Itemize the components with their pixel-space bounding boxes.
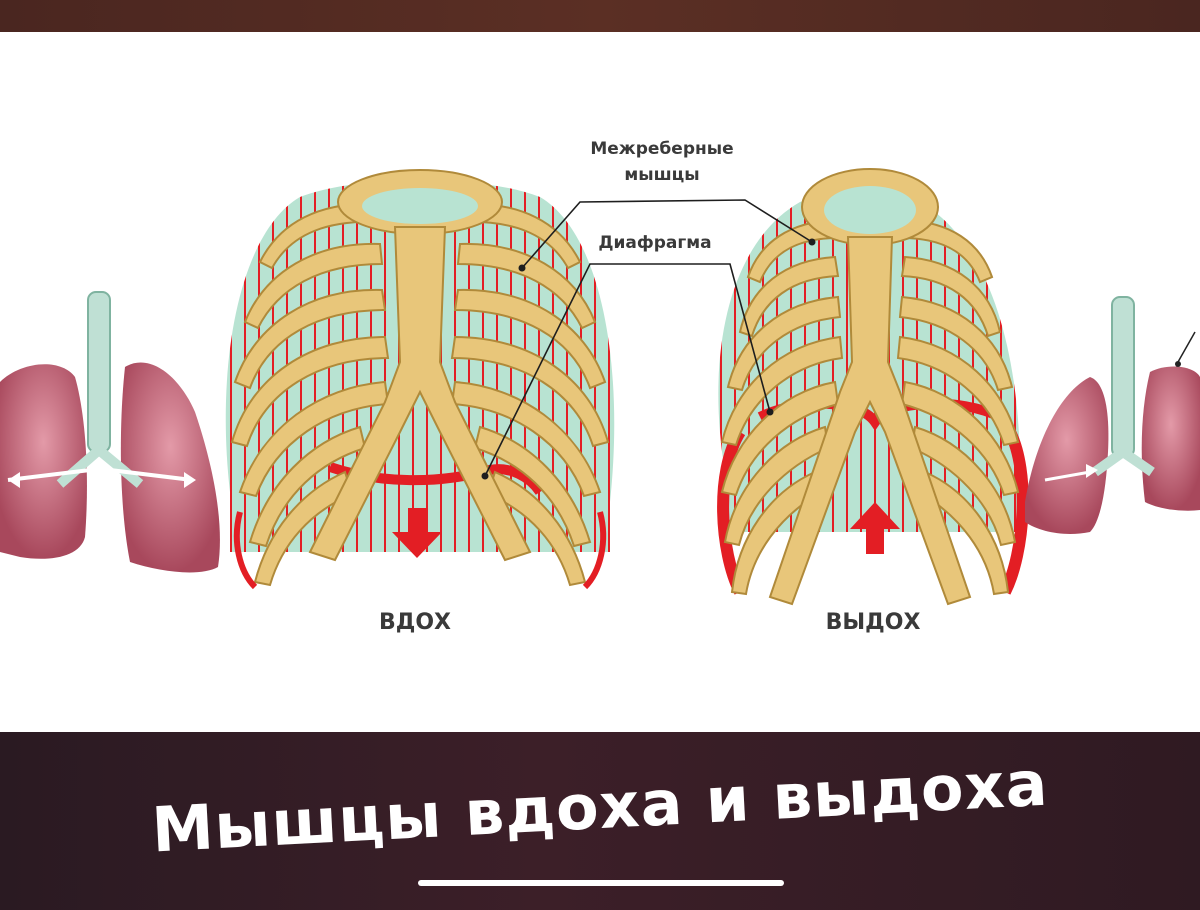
caption-underline bbox=[418, 880, 784, 886]
leader-lines bbox=[484, 199, 813, 477]
up-arrow-icon bbox=[850, 502, 900, 554]
caption-band: Мышцы вдоха и выдоха bbox=[0, 732, 1200, 910]
down-arrow-icon bbox=[392, 508, 442, 558]
ribcage-exhale bbox=[717, 168, 1029, 606]
exhale-label: ВЫДОХ bbox=[826, 610, 921, 635]
intercostal-label-line2: мышцы bbox=[624, 165, 699, 185]
top-bar bbox=[0, 0, 1200, 32]
caption-title: Мышцы вдоха и выдоха bbox=[150, 746, 1050, 867]
lungs-icon bbox=[1025, 296, 1200, 534]
diaphragm-label: Диафрагма bbox=[598, 233, 711, 253]
leader-dots bbox=[481, 238, 816, 480]
ribcage-inhale bbox=[225, 169, 615, 590]
intercostal-label-line1: Межреберные bbox=[590, 139, 733, 159]
lungs-icon bbox=[0, 291, 220, 573]
inhale-label: ВДОХ bbox=[379, 610, 451, 635]
breathing-diagram: ВДОХ bbox=[0, 32, 1200, 732]
diagram-svg: ВДОХ bbox=[0, 139, 1200, 635]
